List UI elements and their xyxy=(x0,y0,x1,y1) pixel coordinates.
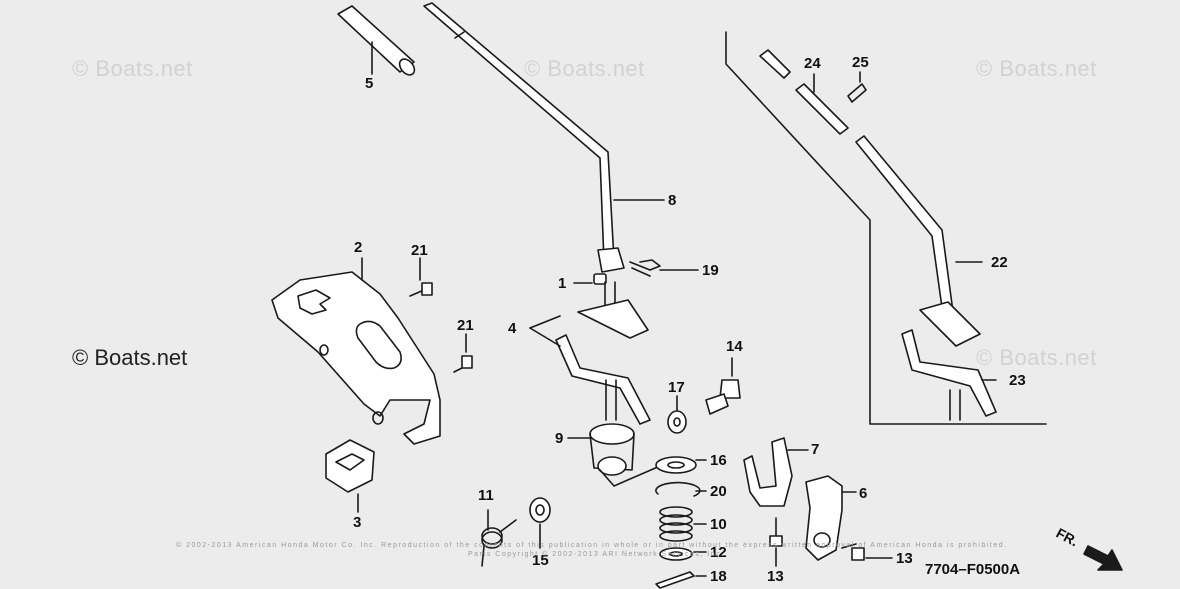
shift-arm-part-23 xyxy=(901,329,997,421)
washer-part-15 xyxy=(529,497,551,549)
sleeve-part-24 xyxy=(759,49,849,135)
callout-21-lower: 21 xyxy=(457,317,474,334)
bolt-part-21-lower xyxy=(453,333,473,373)
linkage-part-7 xyxy=(743,437,809,507)
shift-lever-part-8 xyxy=(423,2,665,273)
callout-19: 19 xyxy=(702,262,719,279)
cover-part-2 xyxy=(271,257,441,445)
callout-11: 11 xyxy=(478,487,494,504)
callout-24: 24 xyxy=(804,55,821,72)
bolt-part-13-right xyxy=(841,543,893,561)
callout-6: 6 xyxy=(859,485,868,502)
callout-17: 17 xyxy=(668,379,685,396)
callout-23: 23 xyxy=(1009,372,1026,389)
watermark-top-center: © Boats.net xyxy=(524,56,645,81)
bolt-part-21-upper xyxy=(409,257,433,297)
grommet-part-3 xyxy=(325,439,375,513)
watermark-top-left: © Boats.net xyxy=(72,56,193,81)
washer-part-16 xyxy=(655,456,707,474)
circlip-part-20 xyxy=(655,481,707,497)
copyright-line-2: Parts Copyright © 2002-2013 ARI Network … xyxy=(468,551,725,558)
clip-part-19 xyxy=(629,259,699,277)
callout-8: 8 xyxy=(668,192,677,209)
holder-part-9 xyxy=(567,423,661,487)
callout-1: 1 xyxy=(558,275,567,292)
washer-part-17 xyxy=(667,395,687,434)
callout-14: 14 xyxy=(726,338,743,355)
copyright-line-1: © 2002-2013 American Honda Motor Co. Inc… xyxy=(176,542,1008,549)
diagram-code: 7704–F0500A xyxy=(925,561,1021,578)
callout-22: 22 xyxy=(991,254,1008,271)
grip-sleeve-part-5 xyxy=(337,5,416,76)
callout-12: 12 xyxy=(710,544,727,561)
lever-part-22 xyxy=(855,135,983,347)
lever-part-6 xyxy=(805,475,857,561)
watermark-middle-right: © Boats.net xyxy=(976,345,1097,370)
alternate-type-frame xyxy=(725,31,1047,425)
cap-part-1 xyxy=(573,273,607,285)
watermark-top-right: © Boats.net xyxy=(976,56,1097,81)
front-direction-arrow xyxy=(1083,545,1123,571)
callout-15: 15 xyxy=(532,552,549,569)
callout-20: 20 xyxy=(710,483,727,500)
callout-4: 4 xyxy=(508,320,517,337)
callout-13-right: 13 xyxy=(896,550,913,567)
callout-10: 10 xyxy=(710,516,727,533)
callout-5: 5 xyxy=(365,75,374,92)
bolt-part-14 xyxy=(705,357,741,415)
bolt-part-13-left xyxy=(769,517,783,567)
callout-21-upper: 21 xyxy=(411,242,428,259)
shift-arm-part-4 xyxy=(529,281,651,425)
callout-3: 3 xyxy=(353,514,362,531)
torsion-spring-part-11 xyxy=(481,509,517,567)
callout-2: 2 xyxy=(354,239,363,256)
callout-18: 18 xyxy=(710,568,727,585)
washer-part-12 xyxy=(659,547,707,561)
callout-13-left: 13 xyxy=(767,568,784,585)
callout-7: 7 xyxy=(811,441,820,458)
callout-16: 16 xyxy=(710,452,727,469)
callout-9: 9 xyxy=(555,430,564,447)
clip-part-25 xyxy=(847,71,867,103)
watermark-middle-left: © Boats.net xyxy=(72,345,188,370)
cotter-pin-part-18 xyxy=(655,571,707,589)
spring-part-10 xyxy=(659,506,707,542)
callout-25: 25 xyxy=(852,54,869,71)
